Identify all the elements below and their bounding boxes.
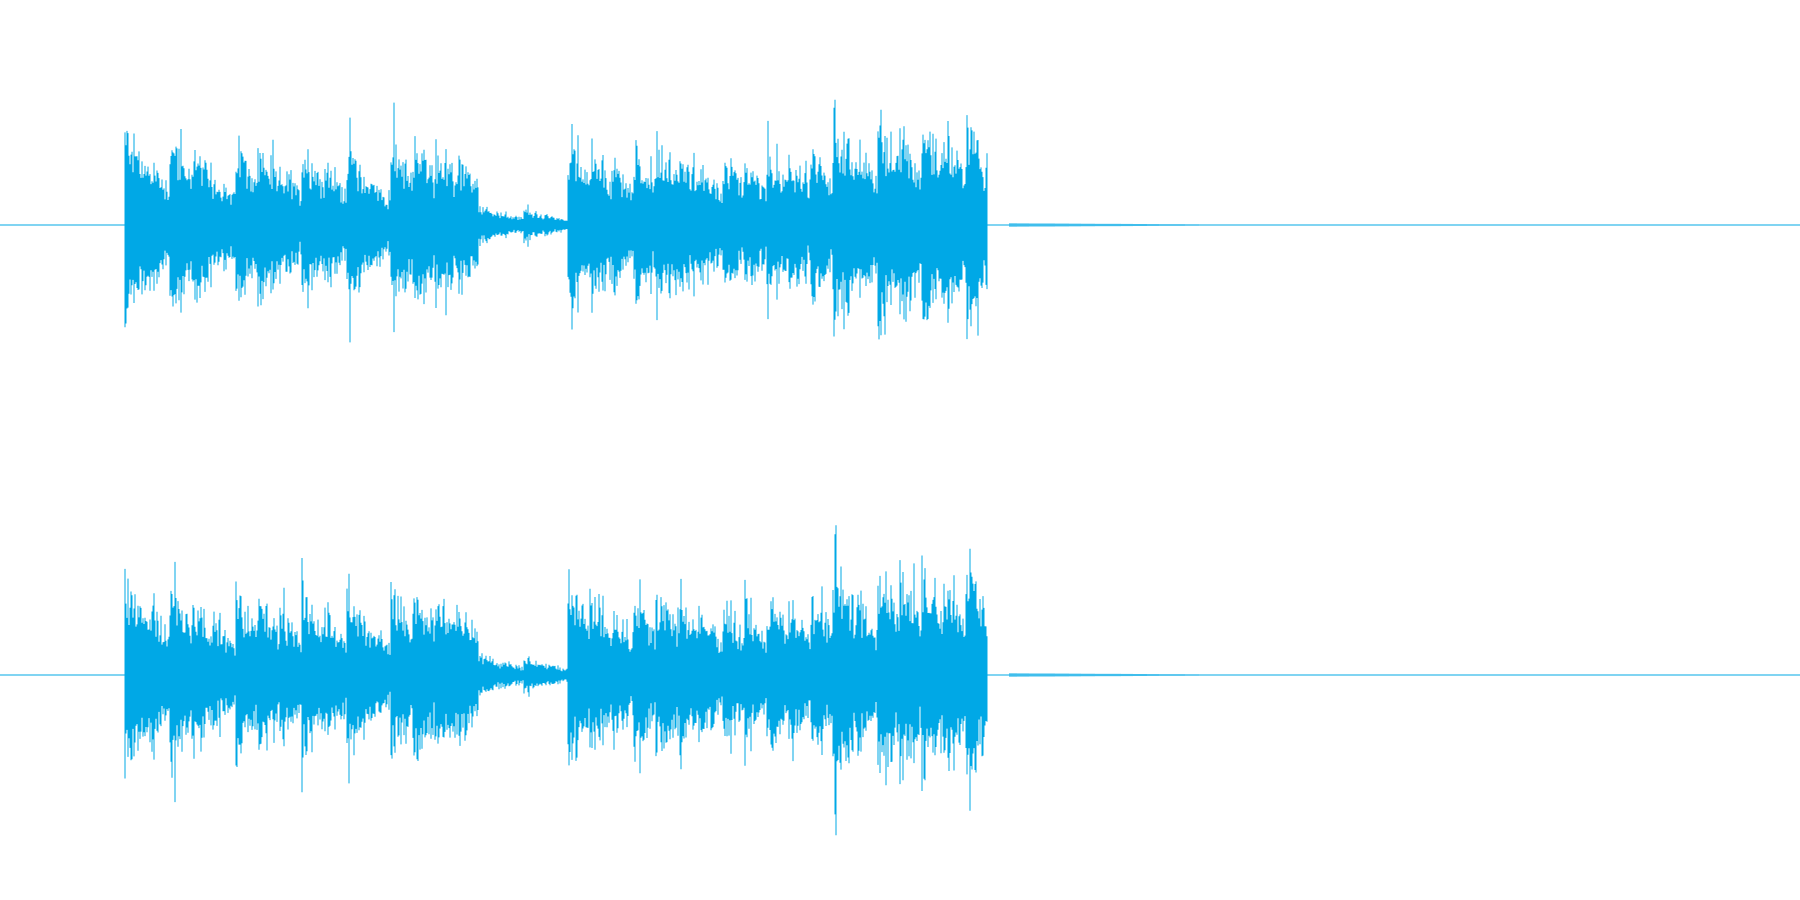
channel-left xyxy=(0,99,1800,343)
channel-left-waveform xyxy=(124,99,1263,343)
waveform-trace xyxy=(124,99,1263,343)
channel-right xyxy=(0,525,1800,836)
channel-right-waveform xyxy=(124,525,1263,836)
waveform-trace xyxy=(124,525,1263,836)
